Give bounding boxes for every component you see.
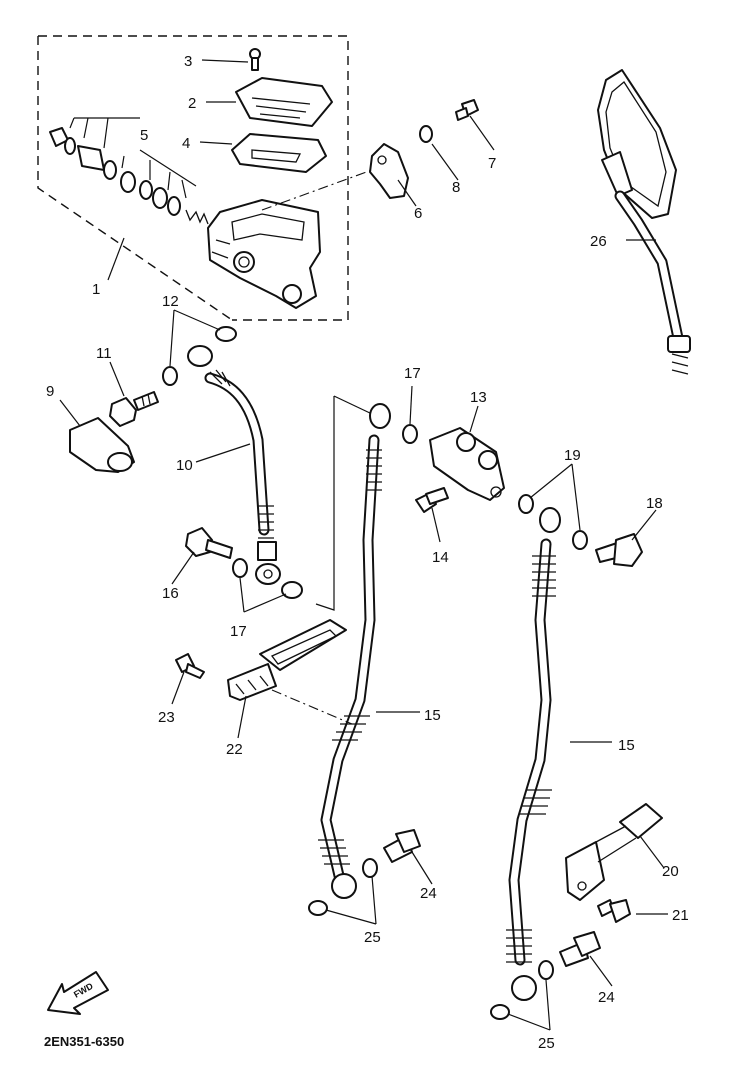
part-washer-17b	[281, 581, 303, 599]
part-washer-12b	[162, 366, 178, 386]
callout-13: 13	[470, 389, 487, 406]
callout-6: 6	[414, 205, 422, 222]
part-bolt-14	[415, 487, 449, 513]
part-union-bolt-16	[185, 527, 233, 559]
part-washer-19b	[572, 530, 588, 550]
part-joint-13	[429, 427, 505, 501]
callout-24b: 24	[598, 989, 615, 1006]
callout-12: 12	[162, 293, 179, 310]
callout-17a: 17	[404, 365, 421, 382]
callout-26: 26	[590, 233, 607, 250]
part-reservoir-cap-2	[235, 77, 333, 127]
callout-18: 18	[646, 495, 663, 512]
part-bolt-23	[175, 653, 205, 679]
callout-25b: 25	[538, 1035, 555, 1052]
callout-2: 2	[188, 95, 196, 112]
part-washer-8	[419, 125, 433, 143]
callout-19: 19	[564, 447, 581, 464]
callout-11: 11	[96, 345, 112, 362]
callout-22: 22	[226, 741, 243, 758]
part-screw-3	[249, 48, 261, 71]
part-bolt-21	[597, 899, 631, 923]
part-washer-17c	[402, 424, 418, 444]
callout-25a: 25	[364, 929, 381, 946]
callout-16: 16	[162, 585, 179, 602]
part-brake-hose-10	[187, 345, 281, 585]
master-cylinder-assembly-box	[37, 35, 349, 321]
callout-1: 1	[92, 281, 100, 298]
part-washer-25d	[490, 1004, 510, 1020]
callout-3: 3	[184, 53, 192, 70]
part-union-bolt-24-right	[559, 931, 601, 967]
callout-9: 9	[46, 383, 54, 400]
callout-4: 4	[182, 135, 190, 152]
callout-24a: 24	[420, 885, 437, 902]
callout-20: 20	[662, 863, 679, 880]
callout-5: 5	[140, 127, 148, 144]
part-washer-17a	[232, 558, 248, 578]
callout-8: 8	[452, 179, 460, 196]
callout-10: 10	[176, 457, 193, 474]
part-hose-guide-22	[227, 619, 347, 701]
callout-17b: 17	[230, 623, 247, 640]
forward-arrow-icon: FWD	[47, 971, 109, 1015]
part-cap-9	[69, 417, 135, 473]
part-union-bolt-11	[109, 391, 159, 427]
part-diaphragm-4	[231, 133, 327, 173]
part-washer-25a	[362, 858, 378, 878]
part-mirror-26	[597, 69, 691, 375]
callout-23: 23	[158, 709, 175, 726]
callout-21: 21	[672, 907, 689, 924]
callout-7: 7	[488, 155, 496, 172]
part-washer-12a	[215, 326, 237, 342]
callout-14: 14	[432, 549, 449, 566]
part-union-bolt-18	[595, 533, 643, 567]
callout-15a: 15	[424, 707, 441, 724]
part-hose-guide-20	[565, 803, 663, 901]
part-bolt-7	[455, 99, 479, 121]
part-piston-kit-5	[49, 117, 209, 225]
part-brake-hose-15-right	[506, 507, 561, 1001]
callout-labels: 1 2 3 4 5 6 7 8 9 10 11 12 13 14 15 15 1…	[46, 53, 689, 1052]
part-washer-25c	[538, 960, 554, 980]
part-washer-25b	[308, 900, 328, 916]
part-clamp-6	[369, 143, 409, 199]
drawing-code: 2EN351-6350	[44, 1034, 124, 1049]
part-washer-19a	[518, 494, 534, 514]
callout-15b: 15	[618, 737, 635, 754]
leader-lines	[59, 59, 668, 1031]
part-brake-hose-15-left	[318, 403, 391, 899]
part-master-cylinder-body	[207, 199, 321, 309]
